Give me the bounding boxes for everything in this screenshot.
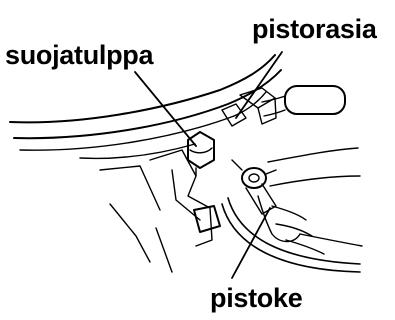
hood-outline [10,55,281,158]
suojatulppa-pointer [135,72,196,146]
lower-bracket [100,150,220,272]
callout-lines [135,52,282,278]
label-pistorasia: pistorasia [252,14,377,44]
power-cable [222,198,360,272]
label-pistoke: pistoke [210,283,302,313]
plug-connector [232,160,276,214]
socket-housing [222,86,345,126]
label-suojatulppa: suojatulppa [5,40,153,70]
